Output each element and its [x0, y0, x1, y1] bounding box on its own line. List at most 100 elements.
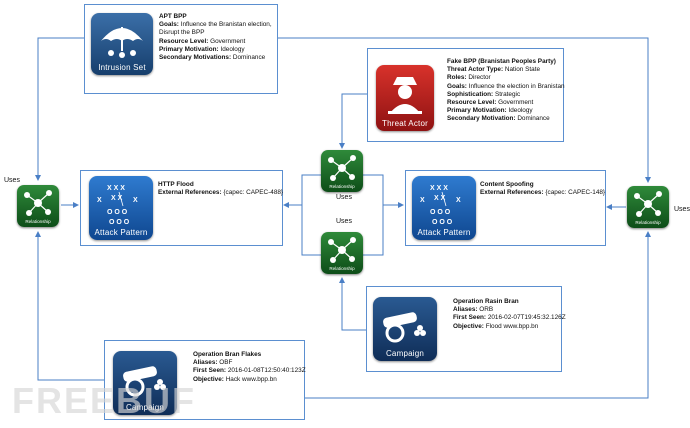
attack-pattern-spoof-card: X X X X X X X O O O O O O Attack Pattern C…	[405, 170, 606, 246]
flakes-title: Operation Bran Flakes	[193, 351, 262, 358]
ta-goals-value: Influence the election in Branistan	[468, 82, 565, 90]
edge-flakes-to-right-rel	[305, 231, 651, 399]
attack-pattern-spoof-icon: X X X X X X X O O O O O O Attack Pattern	[412, 176, 476, 240]
edge-intrusion-to-right-rel	[278, 37, 651, 183]
spoof-refs-value: {capec: CAPEC-148}	[545, 189, 606, 197]
rasin-title: Operation Rasin Bran	[453, 298, 519, 305]
http-refs-value: {capec: CAPEC-488}	[223, 189, 284, 197]
network-icon	[328, 237, 356, 263]
svg-text:X X X: X X X	[430, 185, 448, 192]
relationship-right-caption: Relationship	[635, 220, 661, 225]
svg-text:X X: X X	[434, 195, 446, 202]
flakes-aliases-value: OBF	[219, 359, 233, 367]
attack-pattern-http-card: X X X X X X X O O O O O O Attack Pattern H…	[80, 170, 283, 246]
flakes-first-seen-label: First Seen:	[193, 367, 227, 375]
primary-value: Ideology	[220, 45, 245, 53]
attack-pattern-http-icon: X X X X X X X O O O O O O Attack Pattern	[89, 176, 153, 240]
rasin-objective-label: Objective:	[453, 322, 484, 330]
relationship-node-left: Relationship	[17, 185, 59, 227]
ta-soph-label: Sophistication:	[447, 90, 494, 98]
relationship-mid-top-caption: Relationship	[329, 184, 355, 189]
secondary-label: Secondary Motivations:	[159, 54, 232, 62]
edge-mid-group-right	[363, 174, 384, 256]
ta-roles-value: Director	[468, 74, 491, 82]
svg-text:X X X: X X X	[107, 185, 125, 192]
network-icon	[634, 191, 662, 217]
intrusion-set-card: Intrusion Set APT BPP Goals: Influence t…	[84, 4, 278, 94]
edge-intrusion-to-left-rel	[35, 37, 84, 181]
http-title: HTTP Flood	[158, 181, 194, 188]
secondary-value: Dominance	[232, 54, 266, 62]
goals-line2: Disrupt the BPP	[159, 29, 205, 37]
campaign-rasin-icon: Campaign	[373, 297, 437, 361]
ta-primary-label: Primary Motivation:	[447, 107, 507, 115]
svg-text:O O O: O O O	[432, 219, 453, 226]
resource-value: Government	[210, 37, 246, 45]
relationship-node-right: Relationship	[627, 186, 669, 228]
rasin-first-seen-label: First Seen:	[453, 314, 487, 322]
attack-pattern-spoof-icon-caption: Attack Pattern	[417, 228, 471, 237]
play-diagram-icon: X X X X X X X O O O O O O	[420, 185, 461, 226]
flakes-objective-label: Objective:	[193, 375, 224, 383]
umbrella-icon	[101, 27, 143, 58]
relationship-left-caption: Relationship	[25, 219, 51, 224]
ta-soph-value: Strategic	[494, 90, 521, 98]
rasin-aliases-label: Aliases:	[453, 306, 478, 314]
rasin-aliases-value: ORB	[479, 306, 494, 314]
edge-rasin-to-mid-rel	[339, 277, 366, 331]
svg-text:X: X	[97, 197, 102, 204]
attack-pattern-spoof-details: Content Spoofing External References: {c…	[480, 181, 605, 197]
intrusion-set-icon-caption: Intrusion Set	[98, 63, 146, 72]
network-icon	[24, 190, 52, 216]
svg-text:O O O: O O O	[107, 209, 128, 216]
threat-actor-icon: Threat Actor	[376, 65, 434, 131]
threat-actor-card: Threat Actor Fake BPP (Branistan Peoples…	[367, 48, 565, 142]
svg-text:X: X	[456, 197, 461, 204]
ta-primary-value: Ideology	[508, 107, 533, 115]
ta-secondary-value: Dominance	[517, 115, 550, 123]
svg-text:X X: X X	[111, 195, 123, 202]
flakes-aliases-label: Aliases:	[193, 359, 218, 367]
goals-label: Goals:	[159, 21, 179, 29]
svg-text:X: X	[420, 197, 425, 204]
svg-text:X: X	[133, 197, 138, 204]
uses-label-mid-bottom: Uses	[336, 218, 352, 225]
edge-flakes-to-left-rel	[35, 231, 104, 381]
attack-pattern-http-details: HTTP Flood External References: {capec: …	[158, 181, 283, 197]
watermark-logo: FREEBUF	[12, 380, 196, 421]
network-icon	[328, 155, 356, 181]
attack-pattern-http-icon-caption: Attack Pattern	[94, 228, 148, 237]
ta-resource-value: Government	[498, 99, 534, 107]
ta-resource-label: Resource Level:	[447, 99, 497, 107]
svg-text:O O O: O O O	[109, 219, 130, 226]
resource-label: Resource Level:	[159, 37, 209, 45]
spoof-refs-label: External References:	[480, 189, 544, 197]
svg-text:O O O: O O O	[430, 209, 451, 216]
ta-roles-label: Roles:	[447, 74, 467, 82]
play-diagram-icon: X X X X X X X O O O O O O	[97, 185, 138, 226]
threat-actor-details: Fake BPP (Branistan Peoples Party) Threa…	[447, 58, 565, 124]
spoof-title: Content Spoofing	[480, 181, 534, 188]
http-refs-label: External References:	[158, 189, 222, 197]
flakes-first-seen-value: 2016-01-08T12:50:40:123Z	[227, 367, 306, 375]
campaign-flakes-icon-caption: Campaign	[125, 403, 165, 412]
rasin-first-seen-value: 2016-02-07T19:45:32.126Z	[487, 314, 566, 322]
uses-label-right: Uses	[674, 206, 690, 213]
intrusion-set-icon: Intrusion Set	[91, 13, 153, 75]
hooded-figure-icon	[388, 77, 422, 114]
campaign-rasin-card: Campaign Operation Rasin Bran Aliases: O…	[366, 286, 566, 372]
campaign-flakes-details: Operation Bran Flakes Aliases: OBF First…	[193, 351, 306, 384]
campaign-rasin-icon-caption: Campaign	[385, 349, 425, 358]
cannon-icon	[123, 366, 166, 397]
primary-label: Primary Motivation:	[159, 45, 219, 53]
edge-threat-to-mid-rel	[339, 93, 367, 149]
uses-label-left: Uses	[4, 177, 20, 184]
relationship-mid-bottom-caption: Relationship	[329, 266, 355, 271]
ta-goals-label: Goals:	[447, 82, 467, 90]
ta-type-label: Threat Actor Type:	[447, 66, 504, 74]
campaign-flakes-card: Campaign Operation Bran Flakes Aliases: …	[104, 340, 306, 420]
intrusion-set-title: APT BPP	[159, 13, 187, 20]
cannon-icon	[383, 312, 426, 343]
relationship-node-mid-top: Relationship	[321, 150, 363, 192]
